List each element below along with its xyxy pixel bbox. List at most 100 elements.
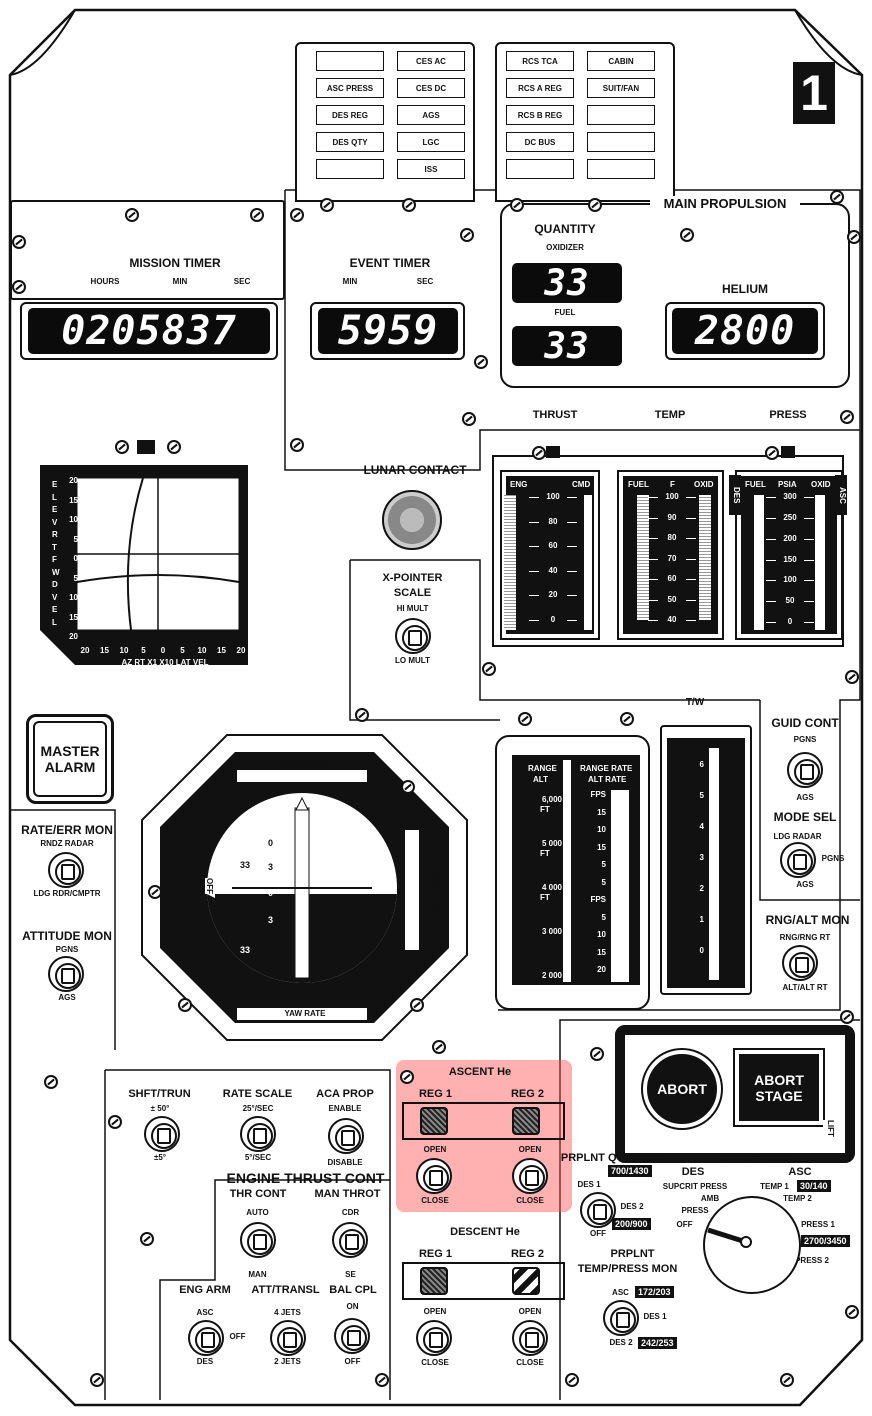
press-indicator-flag [781, 446, 795, 458]
xpointer-scale-title1: X-POINTER [382, 572, 443, 584]
caution-lamp: AGS [397, 105, 465, 125]
thrust-gauge-tick [567, 546, 577, 548]
caution-lamp: RCS B REG [506, 105, 574, 125]
press-gauge-tick [766, 559, 776, 561]
screw [400, 1070, 414, 1084]
attitude-mon-title: ATTITUDE MON [22, 929, 112, 943]
rng-alt-mon-switch[interactable] [782, 945, 818, 981]
thrust-gauge-tick [529, 570, 539, 572]
xpointer-scale-switch[interactable] [395, 618, 431, 654]
guid-cont-title: GUID CONT [771, 716, 839, 730]
xpointer-scale-title2: SCALE [393, 587, 432, 599]
temp-gauge-tick [686, 497, 696, 498]
descent-he-reg1-switch[interactable] [416, 1320, 452, 1356]
master-alarm-button[interactable]: MASTER ALARM [26, 714, 114, 804]
attitude-mon-switch[interactable] [48, 956, 84, 992]
xpointer-left-tick-label: 20 [69, 632, 78, 641]
helium-mon-rotary-knob[interactable] [700, 1190, 805, 1305]
rate-scale-switch[interactable] [240, 1116, 276, 1152]
press-label: PRESS [769, 409, 807, 421]
shft-trun-bottom-label: ±5° [153, 1153, 167, 1162]
screw [845, 1305, 859, 1319]
abort-stage-line2: STAGE [755, 1087, 803, 1104]
range-alt-left-title2: ALT [533, 775, 548, 784]
thrust-gauge-tick [567, 497, 577, 498]
range-rate-tick-label: 5 [601, 860, 606, 869]
xpointer-left-letter: L [52, 492, 57, 502]
screw [115, 440, 129, 454]
eng-arm-des-label: DES [196, 1357, 214, 1366]
xpointer-left-letter: L [52, 617, 57, 627]
caution-lamp: DES REG [316, 105, 384, 125]
xpointer-left-tick-label: 20 [69, 476, 78, 485]
screw [355, 708, 369, 722]
xpointer-bottom-tick-label: 10 [119, 646, 129, 655]
rate-err-mon-bottom-label: LDG RDR/CMPTR [33, 889, 101, 898]
guid-cont-switch[interactable] [787, 752, 823, 788]
descent-he-reg2-switch[interactable] [512, 1320, 548, 1356]
xpointer-bottom-tick-label: 15 [100, 646, 109, 655]
xpointer-left-tick-label: 5 [73, 573, 78, 583]
lunar-contact-light [382, 490, 442, 550]
ascent-he-reg1-switch[interactable] [416, 1158, 452, 1194]
thrust-gauge-tick-label: 20 [548, 590, 558, 600]
ascent-he-reg2-switch[interactable] [512, 1158, 548, 1194]
ascent-he-reg2-label: REG 2 [510, 1088, 544, 1100]
ascent-he-reg1-label: REG 1 [418, 1088, 452, 1100]
ascent-he-reg1-talkback [420, 1107, 448, 1135]
press-gauge-tick [766, 601, 776, 603]
shft-trun-switch[interactable] [144, 1116, 180, 1152]
abort-stage-line1: ABORT [754, 1071, 804, 1088]
fuel-display: 33 [512, 326, 622, 367]
xpointer-left-letter: V [52, 517, 58, 527]
xpointer-left-letter: V [52, 592, 58, 602]
prplnt-temp-press-title1: PRPLNT [610, 1248, 655, 1260]
caution-lamp: CABIN [587, 51, 655, 71]
press-gauge-tick-label: 50 [785, 596, 795, 606]
xpointer-left-tick-label: 15 [69, 495, 78, 505]
rate-err-mon-switch[interactable] [48, 852, 84, 888]
temp-gauge-tick [648, 538, 658, 539]
thrust-gauge-tick [529, 497, 539, 498]
screw [250, 208, 264, 222]
temp-gauge-tick [686, 558, 696, 560]
caution-lamp: SUIT/FAN [587, 78, 655, 98]
caution-lamp [506, 159, 574, 179]
xpointer-bottom-tick-label: 10 [197, 646, 207, 655]
prplnt-temp-press-switch[interactable] [603, 1300, 639, 1336]
range-alt-tick-label: 2 000 [541, 971, 562, 980]
descent-he-reg2-close-label: CLOSE [516, 1358, 544, 1367]
man-throt-switch[interactable] [332, 1222, 368, 1258]
fdai-yaw-rate-label: YAW RATE [284, 1009, 326, 1018]
screw [847, 230, 861, 244]
bal-cpl-switch[interactable] [334, 1318, 370, 1354]
range-rate-tick-label: 10 [597, 930, 606, 939]
prplnt-temp-press-asc-label: ASC [612, 1288, 629, 1297]
xpointer-caption: AZ RT X1 X10 LAT VEL [121, 658, 209, 667]
screw [401, 780, 415, 794]
range-rate-tape [611, 790, 629, 982]
mode-sel-switch[interactable] [780, 842, 816, 878]
range-alt-ft-label: FT [540, 805, 550, 814]
aca-prop-switch[interactable] [328, 1118, 364, 1154]
abort-stage-button[interactable]: ABORT STAGE [735, 1050, 823, 1125]
thrust-gauge-tick [567, 570, 577, 572]
prplnt-qty-mon-switch[interactable] [580, 1192, 616, 1228]
descent-he-reg1-talkback [420, 1267, 448, 1295]
tw-tick-label: 2 [699, 884, 704, 893]
tw-bg [667, 738, 745, 988]
eng-arm-switch[interactable] [188, 1320, 224, 1356]
prplnt-temp-press-plate1: 172/203 [635, 1286, 674, 1298]
thr-cont-switch[interactable] [240, 1222, 276, 1258]
xpointer-left-tick-label: 0 [73, 554, 78, 563]
abort-button[interactable]: ABORT [643, 1050, 721, 1128]
temp-gauge-tick-label: 40 [667, 615, 677, 624]
thrust-gauge-tick [529, 595, 539, 597]
mode-sel-left-label: LDG RADAR [773, 832, 822, 841]
descent-he-reg2-open-label: OPEN [518, 1307, 542, 1316]
screw [510, 198, 524, 212]
screw [12, 280, 26, 294]
range-rate-tick-label: 5 [601, 877, 606, 887]
att-transl-switch[interactable] [270, 1320, 306, 1356]
man-throt-se-label: SE [345, 1270, 356, 1279]
